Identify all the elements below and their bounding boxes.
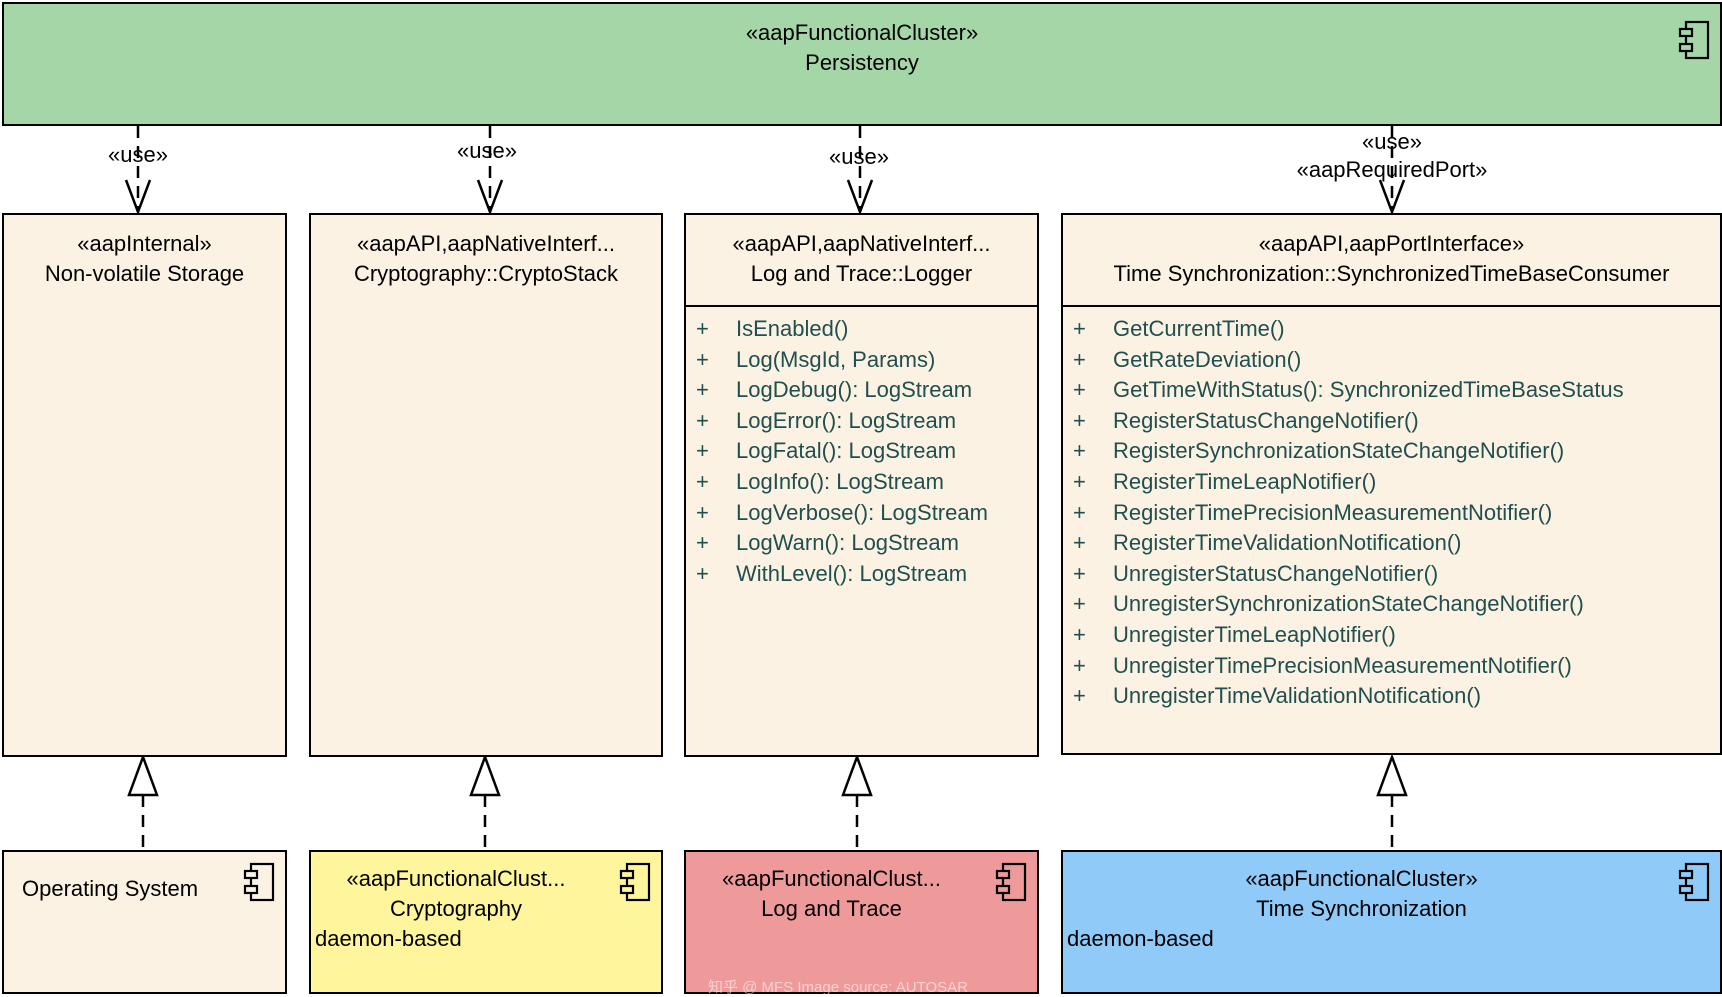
compartment-divider (686, 305, 1037, 307)
operation-item[interactable]: +LogInfo(): LogStream (696, 468, 944, 494)
operation-item[interactable]: +RegisterTimePrecisionMeasurementNotifie… (1073, 499, 1553, 525)
open-arrowhead (124, 179, 152, 216)
component-name: Operating System (22, 876, 199, 901)
interface-name: Log and Trace::Logger (750, 261, 973, 286)
operation-item[interactable]: +Log(MsgId, Params) (696, 346, 936, 372)
component-icon (1678, 20, 1710, 60)
component-icon (1678, 862, 1710, 902)
use-label: «use» (1362, 129, 1422, 154)
interface-name: Cryptography::CryptoStack (353, 261, 619, 286)
realization-triangle (1376, 753, 1408, 797)
operation-item[interactable]: +UnregisterSynchronizationStateChangeNot… (1073, 591, 1584, 617)
persistency-stereotype: «aapFunctionalCluster» (745, 20, 979, 45)
operation-item[interactable]: +LogFatal(): LogStream (696, 438, 957, 464)
open-arrowhead (846, 179, 874, 216)
operation-item[interactable]: +RegisterTimeLeapNotifier() (1073, 468, 1377, 494)
use-label: «use» (457, 138, 517, 163)
interface-stereotype: «aapAPI,aapNativeInterf... (732, 231, 991, 256)
operation-item[interactable]: +GetRateDeviation() (1073, 346, 1302, 372)
operation-item[interactable]: +IsEnabled() (696, 316, 849, 341)
component-name: Time Synchronization (1256, 896, 1467, 921)
interface-name: Non-volatile Storage (44, 261, 245, 286)
component-stereotype: «aapFunctionalClust... (722, 866, 941, 891)
interface-synchronized-time-base-consumer[interactable]: «aapAPI,aapPortInterface» Time Synchroni… (1061, 213, 1722, 755)
operation-item[interactable]: +UnregisterTimeValidationNotification() (1073, 683, 1482, 709)
operation-item[interactable]: +GetCurrentTime() (1073, 316, 1285, 341)
interface-crypto-stack[interactable]: «aapAPI,aapNativeInterf... Cryptography:… (309, 213, 663, 757)
component-operating-system[interactable]: Operating System (2, 850, 287, 994)
operation-item[interactable]: +RegisterSynchronizationStateChangeNotif… (1073, 438, 1565, 464)
use-label: «use» (108, 142, 168, 167)
realization-triangle (127, 753, 159, 797)
interface-logger[interactable]: «aapAPI,aapNativeInterf... Log and Trace… (684, 213, 1039, 757)
tagged-value: daemon-based (1067, 926, 1214, 951)
component-icon (243, 862, 275, 902)
component-stereotype: «aapFunctionalCluster» (1245, 866, 1478, 891)
interface-non-volatile-storage[interactable]: «aapInternal» Non-volatile Storage (2, 213, 287, 757)
operation-item[interactable]: +UnregisterStatusChangeNotifier() (1073, 560, 1439, 586)
operation-item[interactable]: +WithLevel(): LogStream (696, 560, 968, 586)
open-arrowhead (476, 179, 504, 216)
realization-triangle (841, 753, 873, 797)
required-port-label: «aapRequiredPort» (1296, 157, 1488, 182)
component-name: Cryptography (389, 896, 523, 921)
operation-item[interactable]: +LogVerbose(): LogStream (696, 499, 988, 525)
component-icon (995, 862, 1027, 902)
watermark: 知乎 @ MFS Image source: AUTOSAR (708, 979, 969, 996)
operation-item[interactable]: +RegisterStatusChangeNotifier() (1073, 407, 1419, 433)
component-log-and-trace[interactable]: «aapFunctionalClust... Log and Trace 知乎 … (684, 850, 1039, 996)
persistency-component[interactable]: «aapFunctionalCluster» Persistency (2, 2, 1722, 126)
interface-stereotype: «aapInternal» (77, 231, 212, 256)
component-name: Log and Trace (761, 896, 902, 921)
operation-item[interactable]: +UnregisterTimeLeapNotifier() (1073, 621, 1396, 647)
component-icon (619, 862, 651, 902)
operation-item[interactable]: +LogError(): LogStream (696, 407, 957, 433)
persistency-name: Persistency (805, 50, 919, 75)
component-stereotype: «aapFunctionalClust... (346, 866, 566, 891)
component-cryptography[interactable]: «aapFunctionalClust... Cryptography daem… (309, 850, 663, 994)
interface-stereotype: «aapAPI,aapNativeInterf... (356, 231, 616, 256)
operations-list: +GetCurrentTime() +GetRateDeviation() +G… (1073, 314, 1714, 712)
interface-name: Time Synchronization::SynchronizedTimeBa… (1113, 261, 1670, 286)
open-arrowhead (1378, 179, 1406, 216)
operations-list: +IsEnabled() +Log(MsgId, Params) +LogDeb… (696, 314, 1031, 589)
component-time-synchronization[interactable]: «aapFunctionalCluster» Time Synchronizat… (1061, 850, 1722, 994)
operation-item[interactable]: +LogDebug(): LogStream (696, 377, 973, 403)
use-label: «use» (829, 144, 889, 169)
compartment-divider (1063, 305, 1720, 307)
operation-item[interactable]: +LogWarn(): LogStream (696, 530, 959, 556)
operation-item[interactable]: +GetTimeWithStatus(): SynchronizedTimeBa… (1073, 377, 1624, 403)
operation-item[interactable]: +UnregisterTimePrecisionMeasurementNotif… (1073, 652, 1572, 678)
tagged-value: daemon-based (315, 926, 462, 951)
interface-stereotype: «aapAPI,aapPortInterface» (1258, 231, 1525, 256)
operation-item[interactable]: +RegisterTimeValidationNotification() (1073, 530, 1462, 556)
realization-triangle (469, 753, 501, 797)
